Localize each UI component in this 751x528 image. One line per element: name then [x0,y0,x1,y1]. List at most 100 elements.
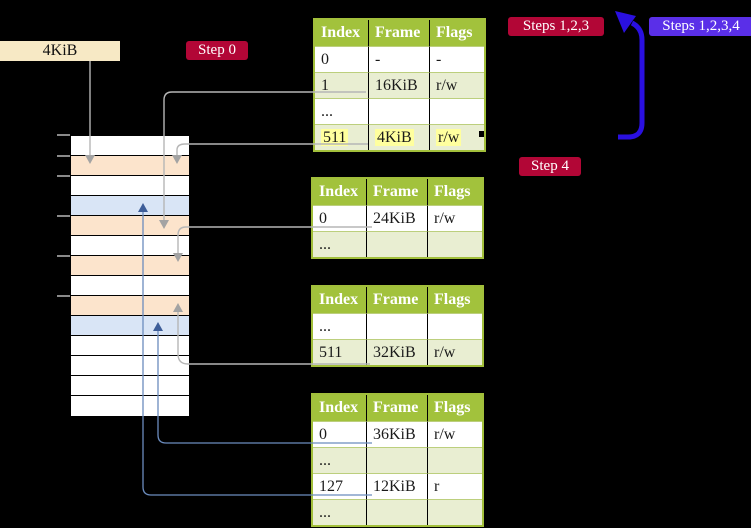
cell-flags: r/w [428,205,482,231]
memory-row-empty [71,136,189,156]
cell-index: ... [315,98,369,124]
highlight: r/w [436,128,462,146]
table-row: 127 12KiB r [313,473,482,499]
memory-row-data [71,196,189,216]
column-header-flags: Flags [428,395,482,421]
tick-mark [57,175,70,177]
memory-row-pagetable [71,216,189,236]
memory-row-empty [71,356,189,376]
table-row: ... [315,98,484,124]
tick-mark [57,155,70,157]
table-row: 511 32KiB r/w [313,339,482,365]
cell-index: ... [313,231,367,257]
cell-frame [367,231,428,257]
cell-frame: 32KiB [367,339,428,365]
column-header-flags: Flags [430,20,484,46]
cell-flags [428,313,482,339]
cell-frame: 16KiB [369,72,430,98]
cell-flags: - [430,46,484,72]
table-row: ... [313,231,482,257]
tick-mark [57,255,70,257]
badge-step-4: Step 4 [519,157,581,176]
table-header-row: Index Frame Flags [313,287,482,313]
cell-flags: r/w [430,124,484,150]
column-header-frame: Frame [367,395,428,421]
cell-flags: r/w [428,339,482,365]
cell-index: 511 [315,124,369,150]
cell-frame: 12KiB [367,473,428,499]
cell-flags: r/w [428,421,482,447]
table-row: ... [313,313,482,339]
table-header-row: Index Frame Flags [313,395,482,421]
memory-row-empty [71,396,189,416]
badge-steps-1234: Steps 1,2,3,4 [649,17,751,36]
column-header-index: Index [313,395,367,421]
memory-row-empty [71,176,189,196]
highlight: 511 [321,128,349,146]
page-table-2: Index Frame Flags 0 24KiB r/w ... [311,177,484,259]
table-row: ... [313,447,482,473]
column-header-index: Index [315,20,369,46]
table-header-row: Index Frame Flags [313,179,482,205]
loop-arrow-origin-nub [479,131,484,137]
cell-flags: r/w [430,72,484,98]
column-header-frame: Frame [369,20,430,46]
cell-index: ... [313,447,367,473]
memory-row-empty [71,336,189,356]
cell-frame: 36KiB [367,421,428,447]
table-row-highlighted: 511 4KiB r/w [315,124,484,150]
cell-frame: - [369,46,430,72]
memory-row-pagetable [71,296,189,316]
cell-index: 0 [315,46,369,72]
memory-row-empty [71,236,189,256]
column-header-index: Index [313,179,367,205]
tick-mark [57,215,70,217]
cell-flags [430,98,484,124]
cell-index: 1 [315,72,369,98]
badge-step-0: Step 0 [186,41,248,60]
cell-index: ... [313,313,367,339]
arrowhead-up-left [615,11,636,33]
cell-flags [428,231,482,257]
cell-index: 511 [313,339,367,365]
table-row: 0 - - [315,46,484,72]
memory-stack [70,135,190,417]
column-header-frame: Frame [367,179,428,205]
cell-frame [367,313,428,339]
column-header-frame: Frame [367,287,428,313]
memory-row-empty [71,376,189,396]
cell-flags [428,447,482,473]
cell-index: 0 [313,421,367,447]
cell-frame [369,98,430,124]
page-table-4: Index Frame Flags 0 36KiB r/w ... 127 12… [311,393,484,527]
cell-frame [367,499,428,525]
loop-arrow-steps [618,20,645,140]
highlight: 4KiB [375,128,414,146]
column-header-flags: Flags [428,287,482,313]
cell-index: 127 [313,473,367,499]
table-row: 0 36KiB r/w [313,421,482,447]
cell-flags [428,499,482,525]
memory-row-pagetable [71,256,189,276]
cell-flags: r [428,473,482,499]
memory-row-empty [71,276,189,296]
page-table-1: Index Frame Flags 0 - - 1 16KiB r/w ... … [313,18,486,152]
cell-frame [367,447,428,473]
table-row: 1 16KiB r/w [315,72,484,98]
memory-row-data [71,316,189,336]
cell-frame: 4KiB [369,124,430,150]
cell-index: 0 [313,205,367,231]
table-row: ... [313,499,482,525]
table-header-row: Index Frame Flags [315,20,484,46]
page-table-3: Index Frame Flags ... 511 32KiB r/w [311,285,484,367]
column-header-flags: Flags [428,179,482,205]
column-header-index: Index [313,287,367,313]
cell-frame: 24KiB [367,205,428,231]
memory-row-pagetable [71,156,189,176]
badge-steps-123: Steps 1,2,3 [508,17,604,36]
tick-mark [57,295,70,297]
cell-index: ... [313,499,367,525]
tick-mark [57,134,70,136]
table-row: 0 24KiB r/w [313,205,482,231]
